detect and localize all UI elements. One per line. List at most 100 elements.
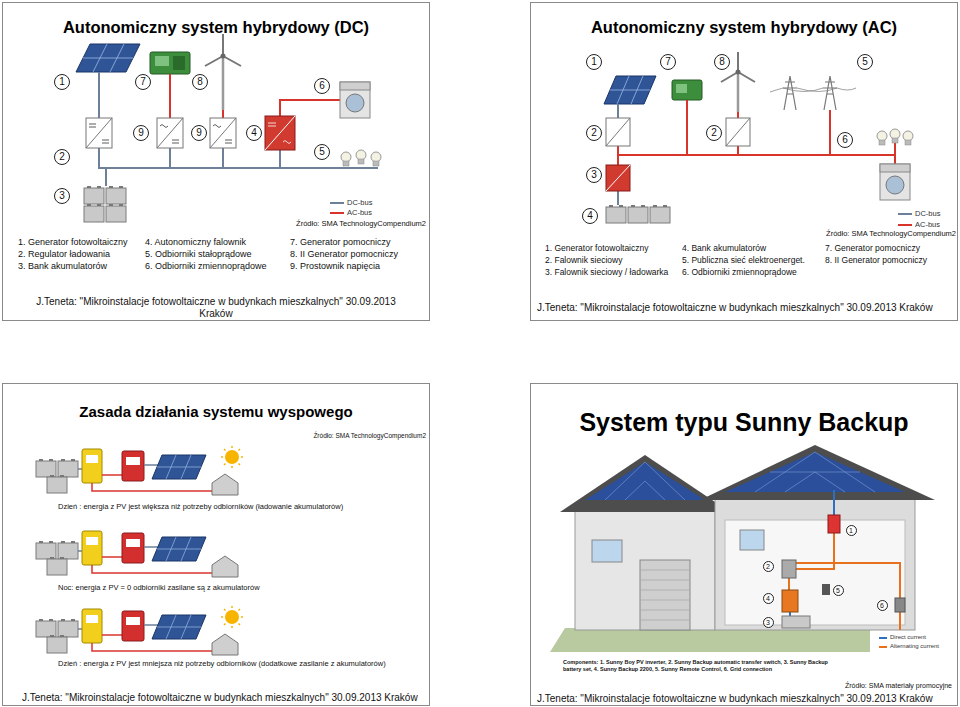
callout-number-text: 6 xyxy=(880,602,884,609)
house-illustration xyxy=(640,560,690,630)
callout-number-text: 5 xyxy=(836,587,840,594)
list-item: 8. II Generator pomocniczy xyxy=(825,255,955,265)
grid-inverter xyxy=(606,118,750,146)
ac-loads xyxy=(890,129,900,143)
callout-number: 2 xyxy=(54,149,70,165)
caption-text: Dzień : energia z PV jest mniejsza niż p… xyxy=(58,659,398,668)
battery-bank xyxy=(84,186,126,222)
callout-number: 3 xyxy=(54,188,70,204)
callout-number-text: 3 xyxy=(59,191,65,201)
island-scenario xyxy=(227,531,235,547)
callout-number: 4 xyxy=(763,593,774,604)
wind-turbine xyxy=(221,54,226,59)
auxiliary-generator xyxy=(676,84,687,93)
grid-inverter xyxy=(606,118,630,146)
ac-bus-wire xyxy=(618,100,895,165)
island-scenario xyxy=(221,606,243,628)
house-illustration xyxy=(575,505,715,630)
wind-turbine xyxy=(737,72,740,112)
callout-number-text: 1 xyxy=(591,57,597,67)
charge-regulator xyxy=(86,118,112,148)
list-item: 4. Bank akumulatorów xyxy=(682,243,822,253)
callout-number-text: 2 xyxy=(591,128,597,138)
house-illustration xyxy=(828,515,840,533)
pv-generator xyxy=(610,76,650,104)
list-item: 2. Regulator ładowania xyxy=(18,249,142,260)
rectifier xyxy=(210,118,236,148)
list-item: 1. Generator fotowoltaiczny xyxy=(18,237,142,248)
callout-number: 4 xyxy=(582,208,598,224)
rectifier xyxy=(213,125,232,144)
slide-title: Zasada działania systemu wyspowego xyxy=(4,403,428,421)
legend-line-sample xyxy=(898,213,912,215)
house-illustration xyxy=(789,533,900,630)
house-illustration xyxy=(725,452,905,492)
pv-generator xyxy=(83,44,133,72)
island-scenario xyxy=(36,449,238,495)
wind-turbine xyxy=(205,34,241,110)
house-illustration xyxy=(755,452,875,492)
ac-loads xyxy=(340,82,370,118)
grid-inverter xyxy=(726,118,750,146)
legend-text: AC-bus xyxy=(915,220,940,229)
callout-number-text: 2 xyxy=(766,563,770,570)
dc-loads xyxy=(341,150,381,166)
charge-regulator xyxy=(86,118,112,148)
house-illustration xyxy=(592,540,622,562)
callout-number: 5 xyxy=(314,144,330,160)
callout-number-text: 1 xyxy=(849,527,853,534)
rectifier xyxy=(157,118,183,148)
list-item: 4. Autonomiczny falownik xyxy=(145,237,287,248)
rectifier xyxy=(157,118,236,148)
slide-title: System typu Sunny Backup xyxy=(532,407,956,437)
house-illustration xyxy=(585,462,705,500)
island-scenario xyxy=(36,531,238,577)
ac-bus-wire xyxy=(170,74,340,118)
list-item: 3. Falownik sieciowy / ładowarka xyxy=(545,267,675,277)
battery-inverter xyxy=(606,165,630,191)
battery-bank xyxy=(650,205,670,223)
house-illustration xyxy=(700,445,935,500)
house-illustration xyxy=(640,570,690,620)
grid-pylons xyxy=(823,76,837,110)
wind-turbine xyxy=(736,70,741,75)
callout-number: 5 xyxy=(857,54,873,70)
source-note: Źródło: SMA TechnologyCompendium2 xyxy=(200,219,426,228)
legend-line-sample xyxy=(330,212,344,214)
callout-number-text: 9 xyxy=(138,128,144,138)
charge-regulator xyxy=(89,124,109,143)
source-note: Źródło: SMA TechnologyCompendium2 xyxy=(200,432,426,440)
footer-note: J.Teneta: "Mikroinstalacje fotowoltaiczn… xyxy=(22,692,426,704)
callout-number-text: 4 xyxy=(251,128,257,138)
battery-bank xyxy=(106,204,126,222)
callout-number: 1 xyxy=(846,525,857,536)
callout-number: 2 xyxy=(706,125,722,141)
charge-regulator xyxy=(86,118,112,148)
callout-number: 6 xyxy=(877,600,888,611)
list-item: 9. Prostownik napięcia xyxy=(290,261,426,272)
auxiliary-generator xyxy=(672,80,702,100)
ac-bus-wire xyxy=(618,100,895,165)
callout-number-text: 5 xyxy=(862,57,868,67)
callout-number: 4 xyxy=(246,125,262,141)
legend-text: DC-bus xyxy=(347,198,372,207)
callout-number-text: 9 xyxy=(196,128,202,138)
house-illustration xyxy=(715,495,915,630)
callout-number-text: 8 xyxy=(719,57,725,67)
slide-panel: Autonomiczny system hybrydowy (DC)1. Gen… xyxy=(2,2,430,321)
dc-loads xyxy=(356,150,366,164)
house-illustration xyxy=(782,616,810,628)
list-item: 7. Generator pomocniczy xyxy=(290,237,426,248)
callout-number: 2 xyxy=(763,561,774,572)
battery-bank xyxy=(106,186,126,204)
grid-inverter xyxy=(606,118,630,146)
dc-bus-wire xyxy=(99,72,378,186)
callout-number-text: 6 xyxy=(842,135,848,145)
house-illustration xyxy=(560,455,730,512)
legend-text: Direct current xyxy=(890,634,926,641)
pv-generator xyxy=(604,76,656,104)
callout-number: 8 xyxy=(192,74,208,90)
callout-number: 9 xyxy=(133,125,149,141)
